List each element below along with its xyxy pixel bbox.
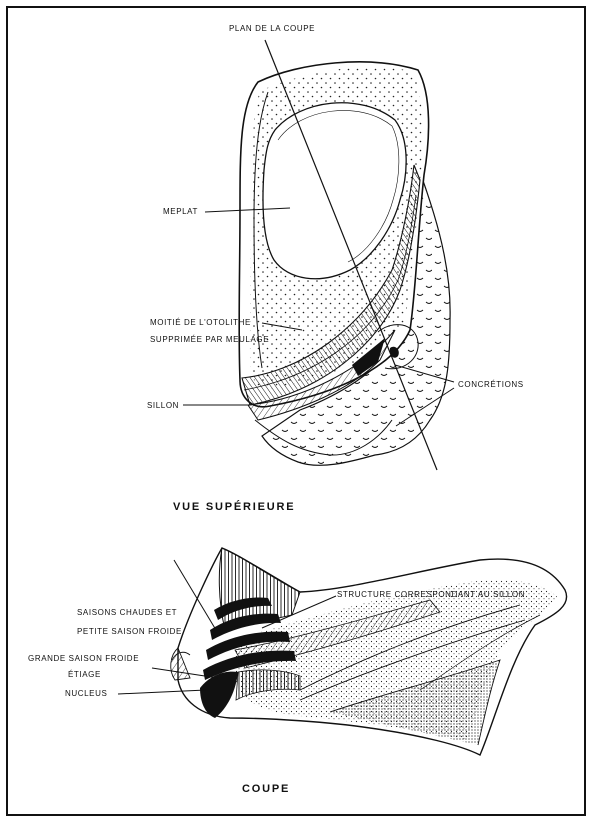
section-drawing (171, 548, 567, 755)
label-plane-of-section: PLAN DE LA COUPE (229, 24, 315, 34)
label-groove: SILLON (147, 401, 179, 411)
label-half-removed-1: MOITIÉ DE L'OTOLITHE (150, 318, 251, 328)
label-half-removed-2: SUPPRIMÉE PAR MEULAGE (150, 335, 269, 345)
label-cold-season-2: ÉTIAGE (68, 670, 101, 680)
label-flat-area: MEPLAT (163, 207, 198, 217)
label-groove-structure: STRUCTURE CORRESPONDANT AU SILLON (337, 590, 525, 600)
label-warm-seasons-2: PETITE SAISON FROIDE (77, 627, 182, 637)
label-nucleus: NUCLEUS (65, 689, 107, 699)
top-view-drawing (239, 40, 450, 470)
label-cold-season-1: GRANDE SAISON FROIDE (28, 654, 139, 664)
label-concretions: CONCRÉTIONS (458, 380, 524, 390)
caption-top-view: VUE SUPÉRIEURE (173, 501, 295, 513)
label-warm-seasons-1: SAISONS CHAUDES ET (77, 608, 177, 618)
caption-section-view: COUPE (242, 783, 290, 795)
